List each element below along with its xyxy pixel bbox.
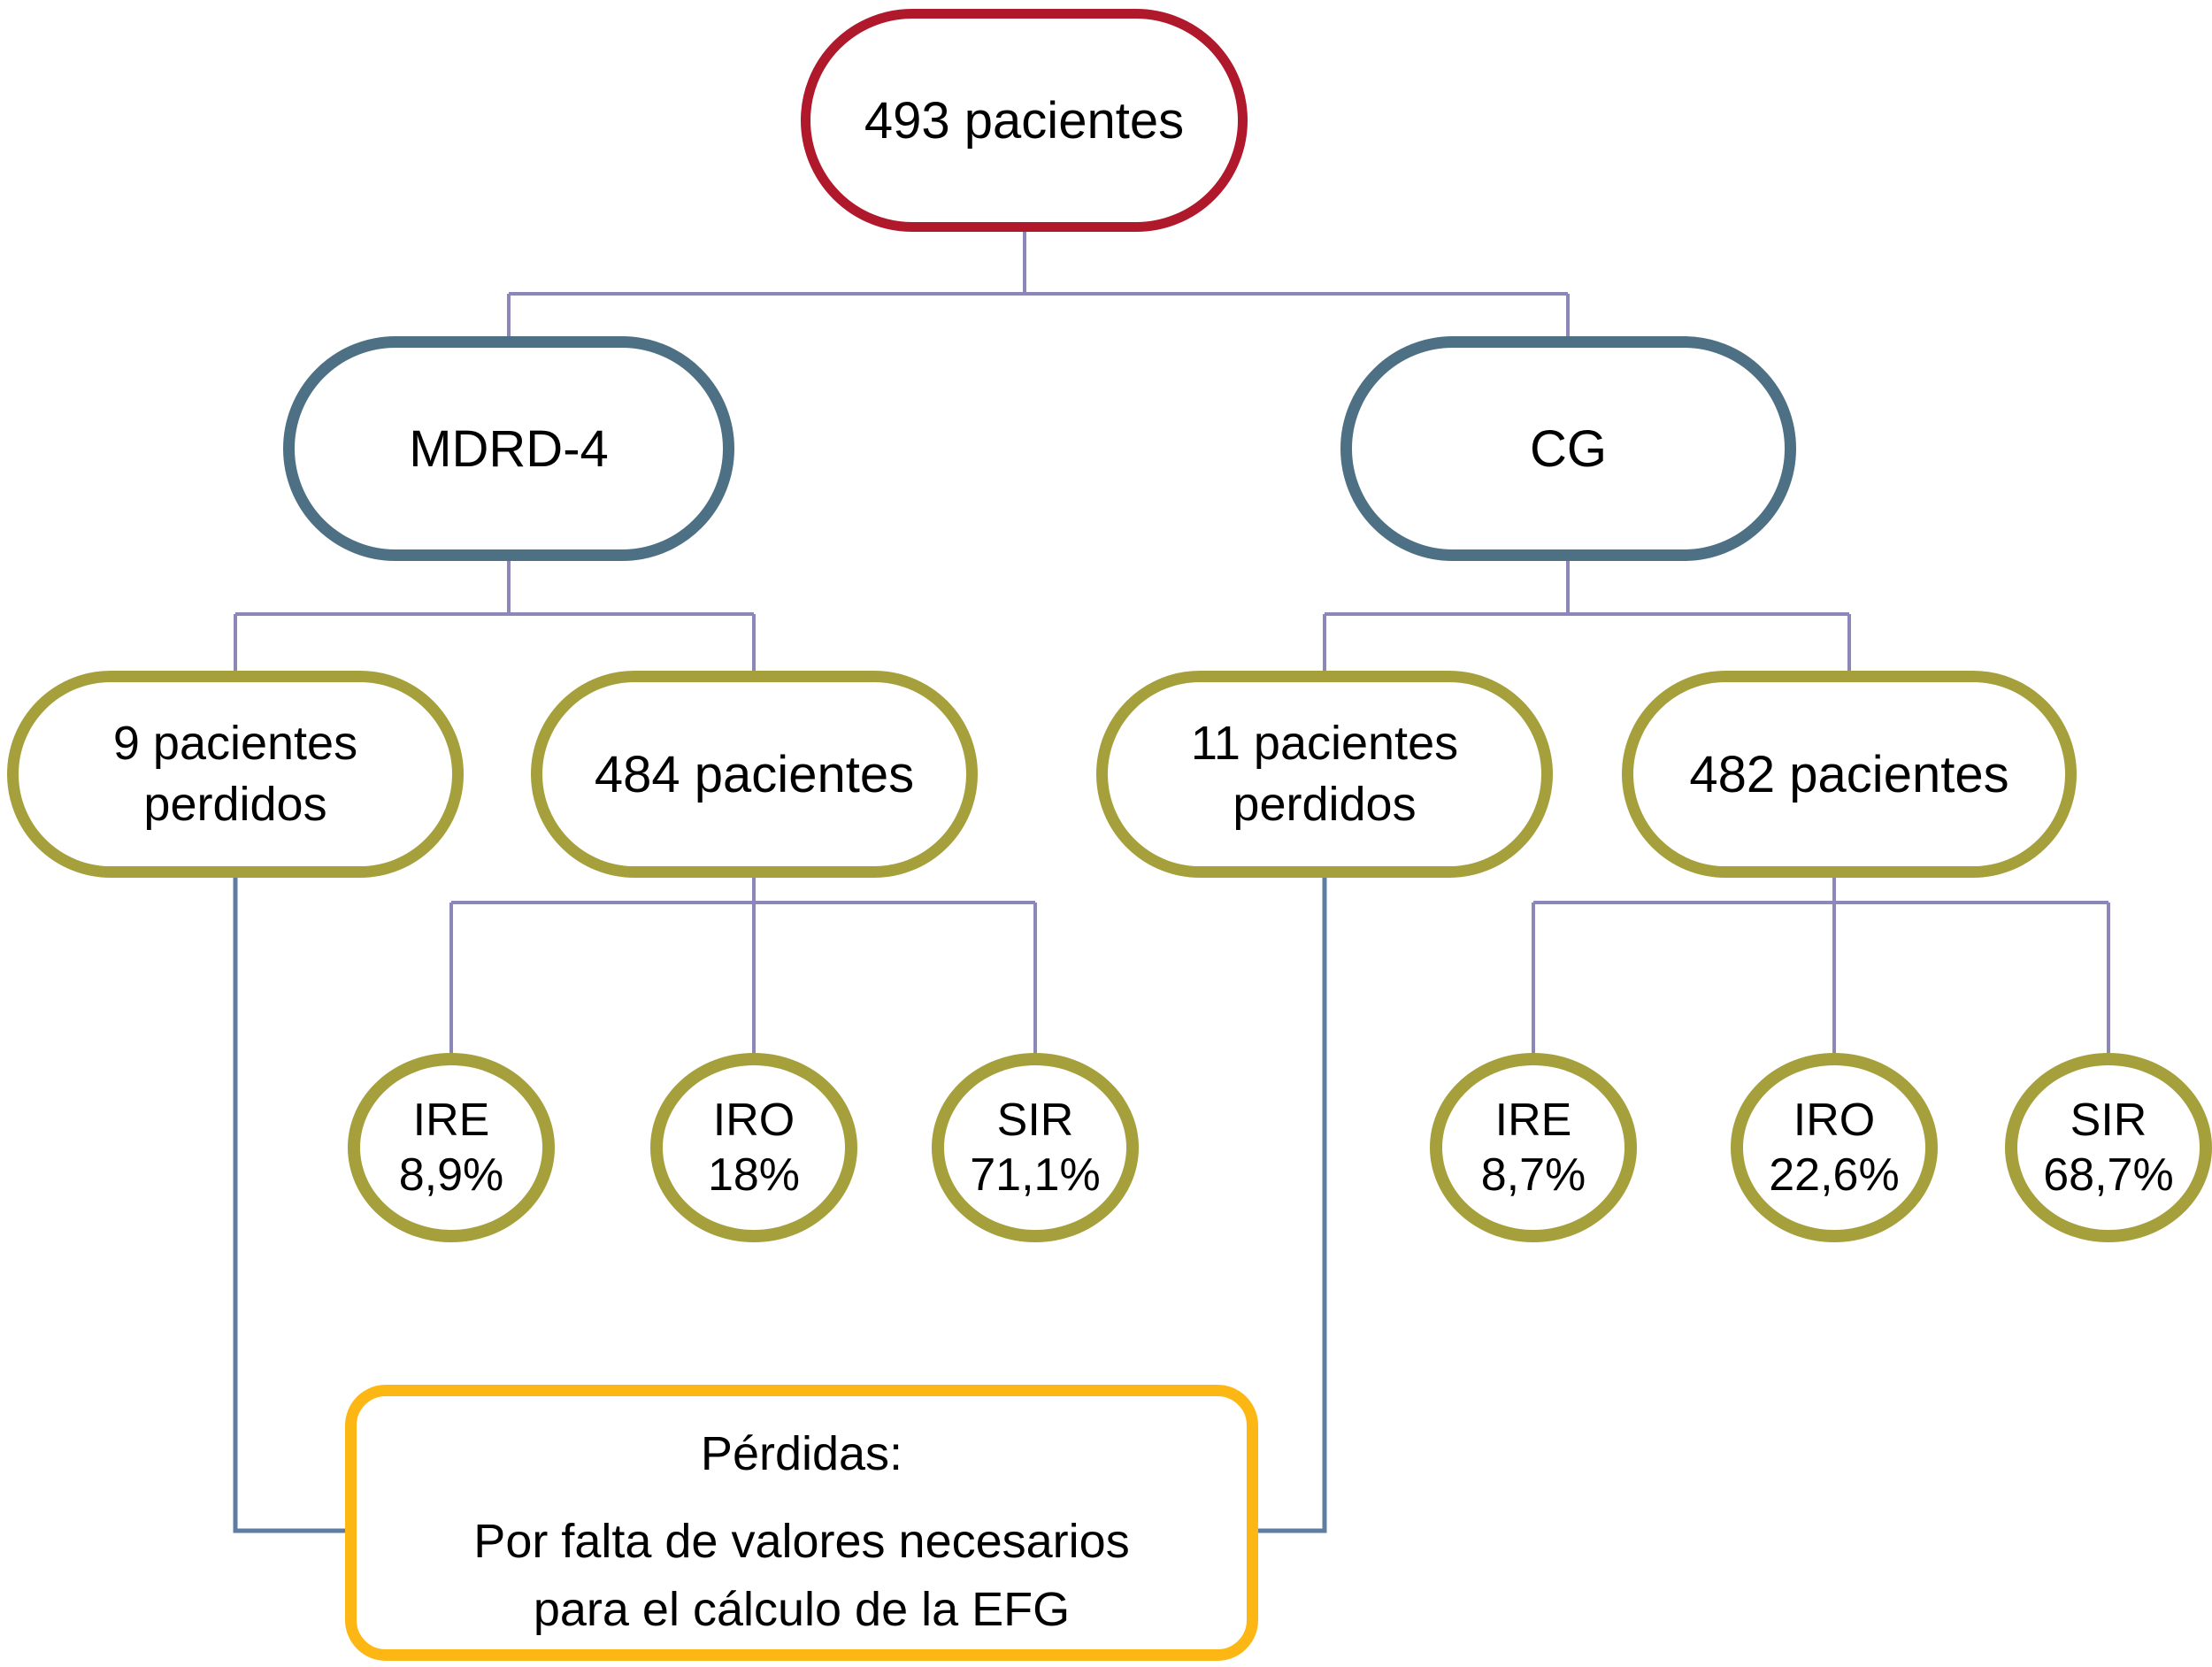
included484-to-outcomes-connector [449, 878, 1037, 1055]
cg-to-children-connector [1323, 561, 1851, 672]
root-node-label: 493 pacientes [864, 91, 1185, 150]
mdrd4-lost-status: perdidos [143, 778, 327, 831]
mdrd4-included-label: 484 pacientes [594, 745, 915, 803]
cg-lost-to-note-connector [1257, 878, 1327, 1533]
cg-node-label: CG [1530, 419, 1607, 478]
cg-included-patients-node: 482 pacientes [1622, 671, 2077, 878]
included482-to-outcomes-connector [1532, 876, 2110, 1055]
mdrd4-outcome-sir-node: SIR 71,1% [932, 1053, 1139, 1242]
mdrd4-iro-value: 18% [707, 1149, 801, 1201]
mdrd4-outcome-ire-node: IRE 8,9% [348, 1053, 555, 1242]
losses-note-body-line1: Por falta de valores necesarios [473, 1515, 1130, 1568]
cg-outcome-iro-node: IRO 22,6% [1731, 1053, 1938, 1242]
mdrd4-lost-to-note-connector [233, 878, 347, 1533]
root-to-methods-connector [507, 232, 1570, 338]
cg-ire-value: 8,7% [1480, 1149, 1586, 1201]
mdrd4-ire-label: IRE [412, 1094, 490, 1146]
cg-sir-label: SIR [2070, 1094, 2147, 1146]
cg-lost-count: 11 pacientes [1190, 716, 1459, 770]
losses-note-box: Pérdidas: Por falta de valores necesario… [345, 1385, 1258, 1661]
mdrd4-iro-label: IRO [712, 1094, 795, 1146]
root-node-total-patients: 493 pacientes [801, 9, 1248, 232]
cg-sir-value: 68,7% [2043, 1149, 2174, 1201]
mdrd4-node-label: MDRD-4 [409, 419, 609, 478]
mdrd4-lost-patients-node: 9 pacientes perdidos [7, 671, 464, 878]
cg-iro-value: 22,6% [1769, 1149, 1900, 1201]
cg-iro-label: IRO [1793, 1094, 1876, 1146]
cg-node: CG [1340, 336, 1796, 561]
mdrd4-included-patients-node: 484 pacientes [531, 671, 978, 878]
cg-included-label: 482 pacientes [1689, 745, 2009, 803]
cg-lost-patients-node: 11 pacientes perdidos [1096, 671, 1553, 878]
mdrd4-sir-label: SIR [996, 1094, 1074, 1146]
cg-lost-status: perdidos [1233, 778, 1417, 831]
losses-note-title: Pérdidas: [700, 1427, 903, 1480]
cg-ire-label: IRE [1494, 1094, 1572, 1146]
losses-note-body-line2: para el cálculo de la EFG [533, 1582, 1071, 1636]
cg-outcome-sir-node: SIR 68,7% [2005, 1053, 2212, 1242]
mdrd4-outcome-iro-node: IRO 18% [650, 1053, 857, 1242]
mdrd4-lost-count: 9 pacientes [112, 716, 358, 770]
cg-outcome-ire-node: IRE 8,7% [1430, 1053, 1637, 1242]
mdrd4-ire-value: 8,9% [398, 1149, 504, 1201]
mdrd4-to-children-connector [234, 561, 756, 672]
mdrd4-node: MDRD-4 [283, 336, 734, 561]
mdrd4-sir-value: 71,1% [970, 1149, 1101, 1201]
